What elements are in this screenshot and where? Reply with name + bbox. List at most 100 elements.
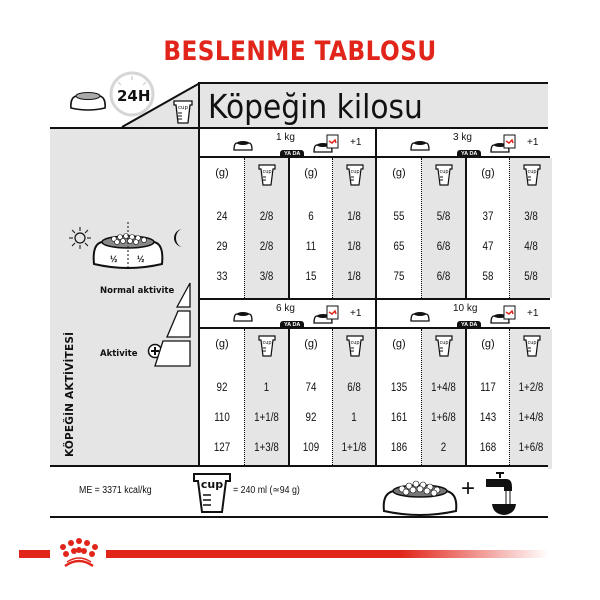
cell: 1/8 bbox=[347, 241, 361, 253]
cell: 58 bbox=[482, 271, 494, 283]
cell: 1+1/8 bbox=[341, 442, 367, 454]
sun-icon bbox=[69, 227, 91, 249]
cell: 55 bbox=[393, 211, 405, 223]
grams-header: (g) bbox=[481, 338, 495, 350]
energy-value: ME = 3371 kcal/kg bbox=[79, 485, 152, 496]
grams-column-dry: (g) 55 65 75 bbox=[377, 158, 421, 298]
cell: 135 bbox=[390, 382, 408, 394]
cell: 6/8 bbox=[347, 382, 361, 394]
svg-text:cup: cup bbox=[178, 105, 189, 111]
wet-food-pouch-icon bbox=[326, 134, 339, 149]
footer-info: ME = 3371 kcal/kg cup = 240 ml (≃94 g) + bbox=[50, 465, 548, 518]
grams-header: (g) bbox=[481, 167, 495, 179]
weight-block-header: 6 kg YA DA +1 bbox=[200, 300, 375, 329]
cell: 2/8 bbox=[259, 211, 274, 223]
cell: 92 bbox=[216, 382, 228, 394]
svg-text:cup: cup bbox=[527, 169, 536, 175]
cell: 4/8 bbox=[524, 241, 538, 253]
cell: 186 bbox=[390, 442, 408, 454]
weight-block-1kg: 1 kg YA DA +1 (g) 24 29 33 cup 2/8 2/8 3… bbox=[200, 129, 375, 298]
cell: 1/8 bbox=[347, 211, 361, 223]
cell: 15 bbox=[305, 271, 317, 283]
cell: 161 bbox=[390, 412, 408, 424]
high-activity-label: Aktivite bbox=[100, 349, 138, 359]
weight-block-header: 1 kg YA DA +1 bbox=[200, 129, 375, 158]
cell: 3/8 bbox=[524, 211, 538, 223]
feeding-table: 1 kg YA DA +1 (g) 24 29 33 cup 2/8 2/8 3… bbox=[198, 127, 552, 469]
cell: 1+4/8 bbox=[518, 412, 544, 424]
cell: 6 bbox=[308, 211, 314, 223]
grams-column-dry: (g) 24 29 33 bbox=[200, 158, 244, 298]
cell: 143 bbox=[479, 412, 497, 424]
plus-one-label: +1 bbox=[527, 308, 539, 319]
weight-label: 6 kg bbox=[276, 303, 295, 314]
svg-text:cup: cup bbox=[350, 169, 359, 175]
clock-icon bbox=[109, 71, 155, 117]
dry-food-bowl-icon bbox=[410, 141, 430, 151]
measuring-cup-icon: cup bbox=[523, 335, 541, 357]
grams-header: (g) bbox=[304, 338, 318, 350]
weight-block-3kg: 3 kg YA DA +1 (g) 55 65 75 cup 5/8 6/8 6… bbox=[375, 129, 552, 298]
cups-column-mixed: cup 1+2/8 1+4/8 1+6/8 bbox=[509, 329, 552, 469]
duration-label: 24H bbox=[117, 87, 151, 105]
cup-equivalence: = 240 ml (≃94 g) bbox=[233, 485, 300, 496]
or-badge: YA DA bbox=[280, 321, 305, 329]
cell: 2 bbox=[440, 442, 447, 454]
measuring-cup-icon: cup bbox=[258, 164, 276, 186]
grams-header: (g) bbox=[215, 167, 229, 179]
svg-text:cup: cup bbox=[527, 340, 536, 346]
svg-text:cup: cup bbox=[262, 340, 271, 346]
food-bowl-icon bbox=[382, 480, 458, 516]
grams-header: (g) bbox=[392, 338, 406, 350]
grams-column-mixed: (g) 117 143 168 bbox=[465, 329, 509, 469]
cell: 1+6/8 bbox=[518, 442, 544, 454]
cell: 1/8 bbox=[347, 271, 361, 283]
cups-column-dry: cup 5/8 6/8 6/8 bbox=[421, 158, 465, 298]
dry-food-bowl-icon bbox=[233, 141, 253, 151]
cups-column-mixed: cup 6/8 1 1+1/8 bbox=[332, 329, 375, 469]
cups-column-dry: cup 1 1+1/8 1+3/8 bbox=[244, 329, 288, 469]
grams-header: (g) bbox=[392, 167, 406, 179]
measuring-cup-icon: cup bbox=[346, 164, 364, 186]
dry-food-bowl-icon bbox=[233, 312, 253, 322]
wet-food-pouch-icon bbox=[503, 134, 516, 149]
cell: 168 bbox=[479, 442, 497, 454]
cell: 5/8 bbox=[436, 211, 451, 223]
cell: 1+4/8 bbox=[431, 382, 456, 394]
weight-block-10kg: 10 kg YA DA +1 (g) 135 161 186 cup 1+4/8… bbox=[375, 298, 552, 469]
split-food-bowl-icon bbox=[92, 222, 164, 269]
plus-one-label: +1 bbox=[350, 137, 362, 148]
wet-food-pouch-icon bbox=[326, 305, 339, 320]
or-badge: YA DA bbox=[457, 150, 482, 158]
cell: 110 bbox=[214, 412, 230, 424]
cell: 65 bbox=[393, 241, 405, 253]
activity-panel: KÖPEĞİN AKTİVİTESİ bbox=[50, 127, 198, 465]
svg-text:cup: cup bbox=[439, 340, 448, 346]
plus-one-label: +1 bbox=[527, 137, 539, 148]
food-bowl-icon bbox=[70, 92, 106, 111]
activity-scale-icon bbox=[154, 282, 191, 367]
svg-text:cup: cup bbox=[350, 340, 359, 346]
grams-column-mixed: (g) 74 92 109 bbox=[288, 329, 332, 469]
cell: 117 bbox=[480, 382, 496, 394]
cell: 5/8 bbox=[524, 271, 538, 283]
grams-column-mixed: (g) 6 11 15 bbox=[288, 158, 332, 298]
cell: 6/8 bbox=[436, 241, 451, 253]
or-badge: YA DA bbox=[280, 150, 305, 158]
cell: 29 bbox=[216, 241, 228, 253]
weight-label: 1 kg bbox=[276, 132, 295, 143]
cell: 3/8 bbox=[259, 271, 274, 283]
brand-stripe-gap bbox=[50, 546, 106, 562]
cell: 1+2/8 bbox=[518, 382, 544, 394]
moon-icon bbox=[174, 229, 183, 247]
measuring-cup-icon: cup bbox=[435, 164, 453, 186]
cups-column-mixed: cup 3/8 4/8 5/8 bbox=[509, 158, 552, 298]
grams-column-dry: (g) 135 161 186 bbox=[377, 329, 421, 469]
cell: 127 bbox=[213, 442, 231, 454]
grams-column-mixed: (g) 37 47 58 bbox=[465, 158, 509, 298]
activity-vertical-label: KÖPEĞİN AKTİVİTESİ bbox=[64, 331, 76, 457]
cell: 1+1/8 bbox=[254, 412, 279, 424]
cups-column-dry: cup 1+4/8 1+6/8 2 bbox=[421, 329, 465, 469]
royal-canin-crown-logo bbox=[60, 538, 98, 568]
cell: 33 bbox=[216, 271, 228, 283]
